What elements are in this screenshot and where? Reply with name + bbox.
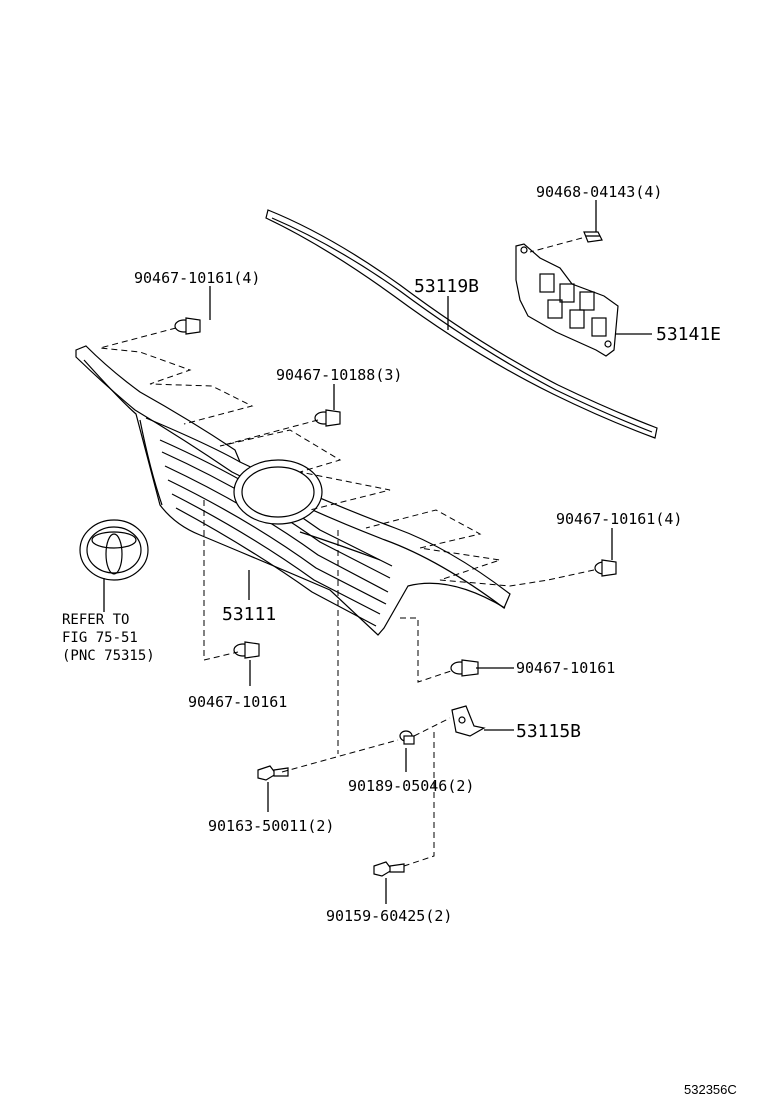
clip-90468-04143[interactable] [583, 231, 603, 243]
label-screw-bottom: 90159-60425(2) [326, 907, 452, 925]
bracket-53115b[interactable] [451, 705, 486, 737]
refer-line-1: REFER TO [62, 612, 129, 628]
label-grille: 53111 [222, 604, 276, 625]
bolt-90163-50011[interactable] [257, 765, 289, 781]
toyota-emblem[interactable] [79, 519, 149, 581]
label-bolt-left: 90163-50011(2) [208, 817, 334, 835]
bolt-90189-05046[interactable] [399, 730, 415, 745]
label-molding: 53119B [414, 276, 479, 297]
label-clip-lower-right: 90467-10161 [516, 659, 615, 677]
grille-53111[interactable] [75, 345, 511, 636]
label-clip-right: 90467-10161(4) [556, 510, 682, 528]
refer-line-2: FIG 75-51 [62, 630, 138, 646]
leader-lines [209, 200, 652, 904]
label-bracket-small: 53115B [516, 721, 581, 742]
label-clip-upper-mid: 90467-10188(3) [276, 366, 402, 384]
bracket-plate-53141e[interactable] [515, 243, 619, 357]
figure-code: 532356C [684, 1082, 737, 1097]
clip-lower-left[interactable] [233, 641, 260, 659]
screw-90159-60425[interactable] [373, 861, 405, 877]
label-clip-lower-left: 90467-10161 [188, 693, 287, 711]
clip-right[interactable] [594, 559, 617, 577]
assembly-lines [99, 237, 595, 867]
label-clip-top-right: 90468-04143(4) [536, 183, 662, 201]
molding-53119b[interactable] [265, 209, 658, 439]
clip-lower-right[interactable] [450, 659, 479, 677]
label-bolt-mid: 90189-05046(2) [348, 777, 474, 795]
clip-upper-left[interactable] [174, 317, 201, 335]
clip-upper-mid[interactable] [314, 409, 341, 427]
label-clip-upper-left: 90467-10161(4) [134, 269, 260, 287]
refer-line-3: (PNC 75315) [62, 648, 155, 664]
label-bracket-plate: 53141E [656, 324, 721, 345]
